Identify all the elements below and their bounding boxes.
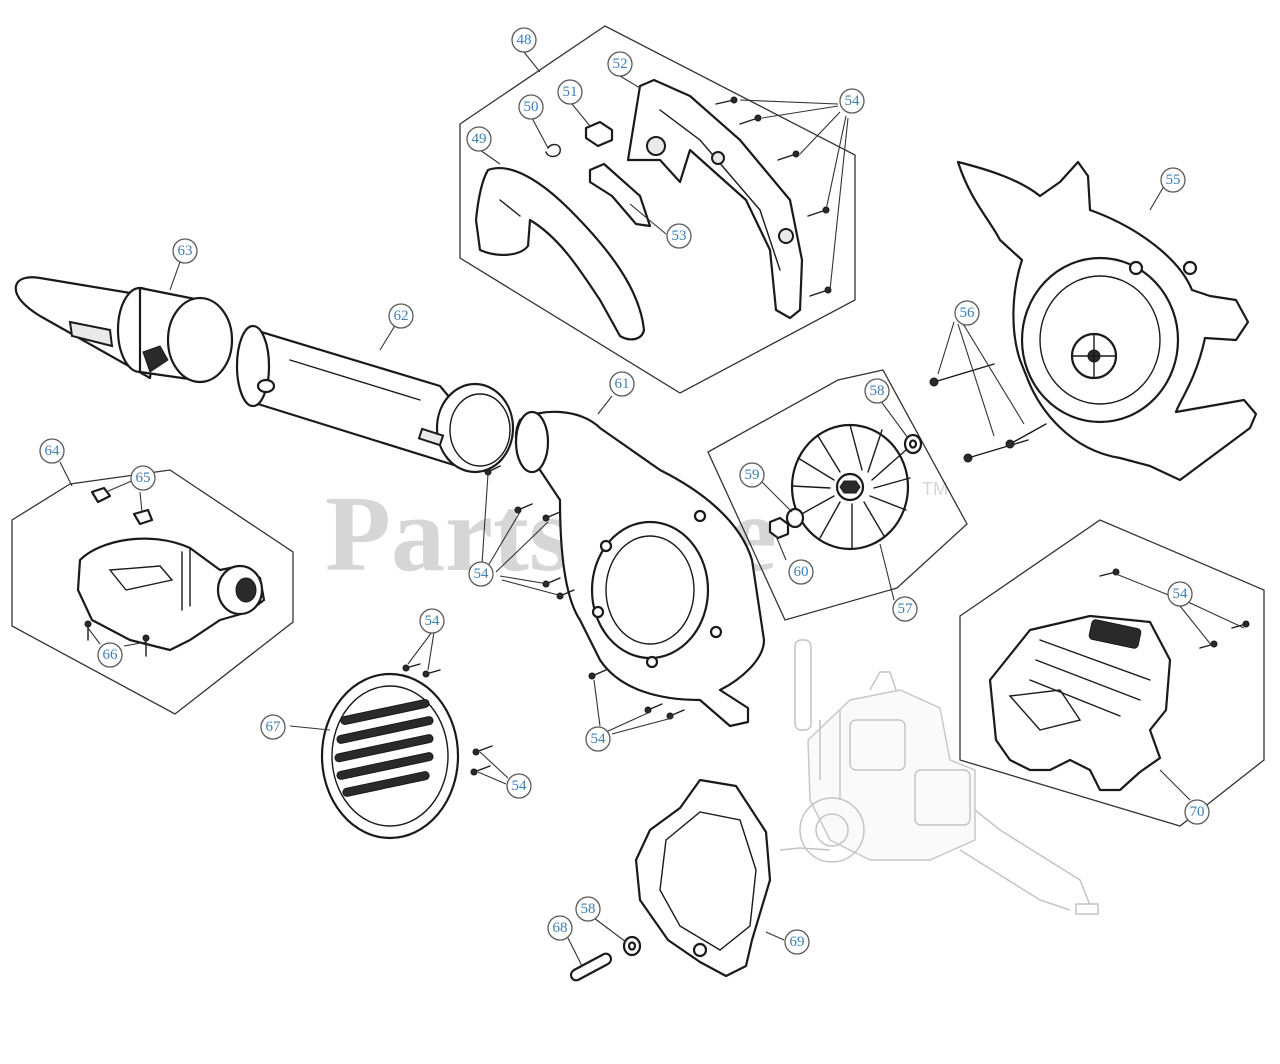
callout-54-f: 54 [1167, 581, 1193, 607]
svg-text:54: 54 [512, 778, 528, 794]
svg-text:54: 54 [474, 566, 490, 582]
callouts: 48 49 50 51 52 53 54 55 56 57 58 59 60 6… [39, 27, 1210, 955]
callout-62: 62 [388, 303, 414, 329]
part-55-fan-housing [956, 160, 1258, 482]
svg-text:56: 56 [960, 305, 976, 321]
part-63-nozzle [14, 276, 234, 384]
callout-54-c: 54 [419, 608, 445, 634]
part-65-grommet-2 [132, 508, 154, 526]
callout-52: 52 [607, 51, 633, 77]
callout-54-d: 54 [506, 773, 532, 799]
callout-57: 57 [892, 596, 918, 622]
part-67-intake-cover [320, 672, 460, 840]
screws-54-handle [715, 96, 832, 297]
svg-text:68: 68 [553, 920, 568, 936]
handle-kit-frame [459, 25, 856, 394]
watermark-trademark: TM [922, 479, 948, 499]
callout-67: 67 [260, 714, 286, 740]
engine-assembly-ghost [779, 639, 1099, 915]
callout-54-b: 54 [468, 561, 494, 587]
svg-text:51: 51 [563, 84, 578, 100]
callout-55: 55 [1160, 167, 1186, 193]
callout-54-a: 54 [839, 88, 865, 114]
svg-text:65: 65 [136, 470, 151, 486]
svg-text:54: 54 [425, 613, 441, 629]
svg-text:69: 69 [790, 934, 805, 950]
svg-text:67: 67 [266, 719, 282, 735]
part-60-nut [768, 516, 790, 540]
svg-text:53: 53 [672, 228, 687, 244]
callout-61: 61 [609, 371, 635, 397]
part-69-back-plate [634, 778, 772, 978]
screws-56 [929, 363, 1047, 463]
callout-53: 53 [666, 223, 692, 249]
svg-text:50: 50 [524, 99, 539, 115]
svg-text:60: 60 [794, 564, 809, 580]
callout-51: 51 [557, 79, 583, 105]
part-65-grommet [90, 486, 112, 504]
part-52-handle-half [626, 78, 804, 320]
callout-58-b: 58 [575, 896, 601, 922]
part-50-spring [545, 143, 561, 158]
svg-text:52: 52 [613, 56, 628, 72]
engine-cover-kit-frame [959, 519, 1265, 827]
leader-lines [59, 51, 1245, 967]
svg-text:54: 54 [845, 93, 861, 109]
screws-54-housing [484, 465, 685, 720]
part-51-switch [584, 120, 614, 148]
callout-59: 59 [739, 462, 765, 488]
part-70-engine-cover [988, 614, 1172, 792]
part-64-fuel-tank [76, 537, 266, 652]
svg-text:54: 54 [1173, 586, 1189, 602]
callout-65: 65 [130, 465, 156, 491]
callout-69: 69 [784, 929, 810, 955]
callout-64: 64 [39, 438, 65, 464]
callout-70: 70 [1184, 799, 1210, 825]
svg-text:59: 59 [745, 467, 760, 483]
svg-text:58: 58 [870, 383, 885, 399]
callout-68: 68 [547, 915, 573, 941]
svg-text:64: 64 [45, 443, 61, 459]
screws-54-cover [1099, 568, 1250, 649]
screws-66 [84, 620, 150, 657]
svg-text:54: 54 [591, 731, 607, 747]
callout-50: 50 [518, 94, 544, 120]
svg-text:48: 48 [517, 32, 532, 48]
callout-56: 56 [954, 300, 980, 326]
svg-text:61: 61 [615, 376, 630, 392]
svg-text:66: 66 [103, 647, 119, 663]
fan-kit-frame [707, 369, 968, 621]
callout-60: 60 [788, 559, 814, 585]
screws-54-intake [402, 663, 493, 776]
svg-text:58: 58 [581, 901, 596, 917]
callout-66: 66 [97, 642, 123, 668]
callout-63: 63 [172, 238, 198, 264]
part-59-washer [785, 507, 805, 529]
part-53-trigger [588, 162, 652, 228]
callout-54-e: 54 [585, 726, 611, 752]
svg-text:57: 57 [898, 601, 914, 617]
svg-text:55: 55 [1166, 172, 1181, 188]
callout-58-a: 58 [864, 378, 890, 404]
part-57-fan [790, 423, 911, 551]
svg-text:70: 70 [1190, 804, 1205, 820]
callout-49: 49 [466, 126, 492, 152]
part-62-tube [235, 324, 515, 474]
svg-text:49: 49 [472, 131, 487, 147]
part-68-pin [569, 952, 613, 982]
part-61-blower-housing [514, 410, 766, 728]
callout-48: 48 [511, 27, 537, 53]
svg-text:62: 62 [394, 308, 409, 324]
part-49-handle [474, 167, 646, 341]
svg-text:63: 63 [178, 243, 193, 259]
fuel-tank-kit-frame [11, 469, 294, 715]
